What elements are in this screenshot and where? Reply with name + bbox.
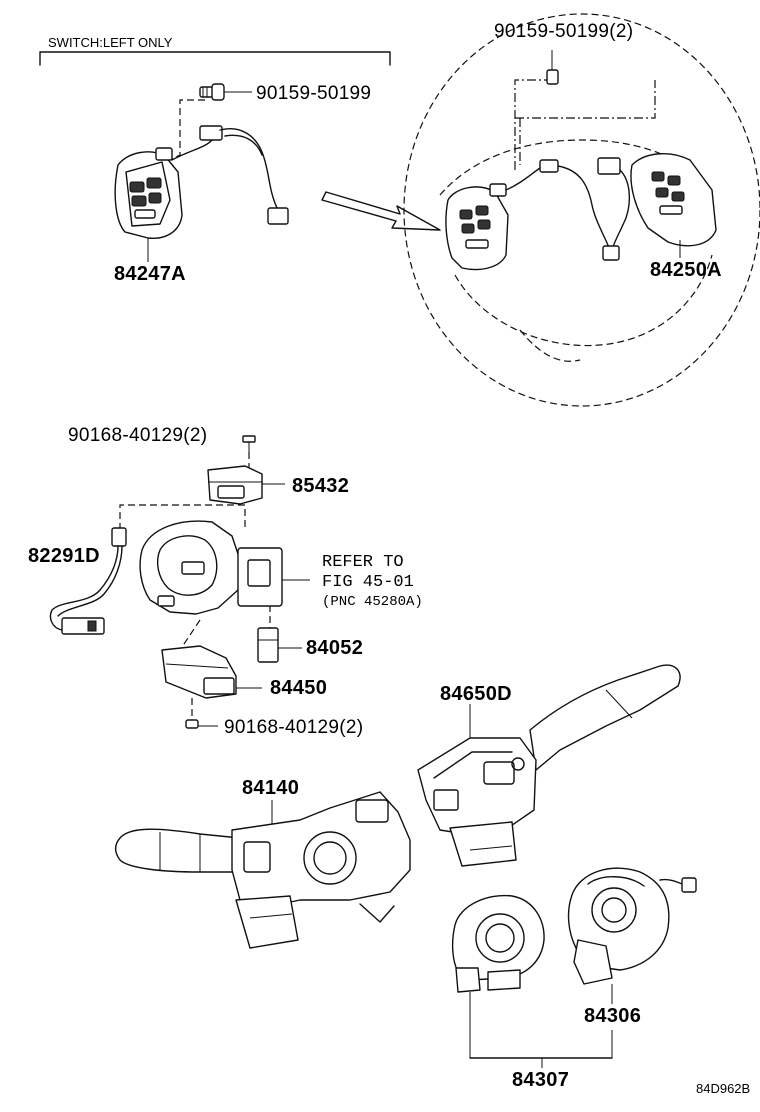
label-84250A: 84250A: [650, 259, 722, 281]
label-84650D: 84650D: [440, 683, 512, 705]
label-85432: 85432: [292, 475, 350, 497]
label-84306: 84306: [584, 1005, 642, 1027]
label-84247A: 84247A: [114, 263, 186, 285]
refer-line-1: REFER TO: [322, 553, 404, 572]
steering-wheel: [403, 13, 760, 407]
bolt-90159-50199: [199, 83, 225, 101]
spiral-cable-84306: [567, 867, 697, 1058]
label-84052: 84052: [306, 637, 364, 659]
header-note: SWITCH:LEFT ONLY: [48, 35, 173, 50]
label-84450: 84450: [270, 677, 328, 699]
label-90159-50199: 90159-50199: [256, 83, 372, 104]
header-bracket: [39, 51, 391, 66]
switch-84247A: [114, 83, 289, 262]
label-90168-40129-2-bottom: 90168-40129(2): [224, 717, 364, 738]
direction-arrow: [321, 191, 441, 231]
refer-line-2: FIG 45-01: [322, 573, 414, 592]
label-84307: 84307: [512, 1069, 570, 1091]
label-84140: 84140: [242, 777, 300, 799]
upper-column-assembly: [49, 435, 310, 729]
switch-84650D: [417, 664, 681, 867]
refer-line-3: (PNC 45280A): [322, 594, 423, 610]
switch-84140: [114, 791, 411, 949]
label-90168-40129-2-top: 90168-40129(2): [68, 425, 208, 446]
label-82291D: 82291D: [28, 545, 100, 567]
bracket-84307: [469, 1057, 613, 1068]
figure-code: 84D962B: [696, 1081, 751, 1096]
label-90159-50199-2: 90159-50199(2): [494, 21, 634, 42]
spiral-cable-84307: [451, 894, 545, 1058]
